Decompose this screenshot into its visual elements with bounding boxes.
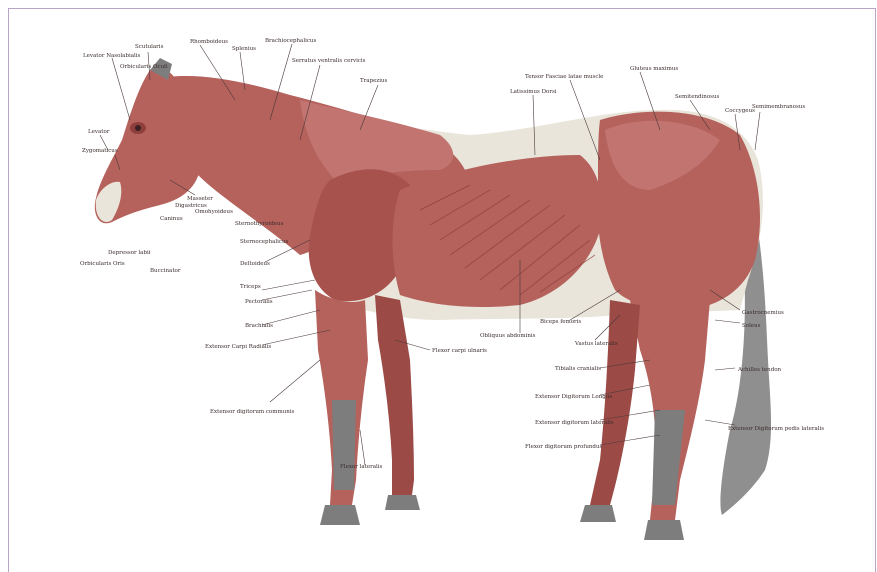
label-buccinator: Buccinator [150, 268, 181, 274]
near-foreleg-cannon [332, 400, 356, 490]
label-extensor-digitorum-pedis: Extensor Digitorum pedis lateralis [728, 426, 824, 432]
label-trapezius: Trapezius [360, 78, 388, 84]
label-caninus: Caninus [160, 216, 183, 222]
label-omohyoideus: Omohyoideus [195, 209, 233, 215]
label-tibialis-cranialis: Tibialis cranialis [555, 366, 601, 372]
near-hind-hoof [644, 520, 684, 540]
label-deltoideus: Deltoideus [240, 261, 270, 267]
label-semimembranosus: Semimembranosus [752, 104, 805, 110]
label-soleus: Soleus [742, 323, 761, 329]
label-gluteus-maximus: Gluteus maximus [630, 66, 678, 72]
label-pectoralis: Pectoralis [245, 299, 273, 305]
label-extensor-digitorum-longus: Extensor Digitorum Longus [535, 394, 612, 400]
label-achilles-tendon: Achilles tendon [737, 367, 782, 373]
label-flexor-lateralis: Flexor lateralis [340, 464, 383, 470]
label-levator: Levator [88, 129, 110, 135]
label-orbicularis-oris: Orbicularis Oris [80, 261, 125, 267]
label-scutularis: Scutularis [135, 44, 164, 50]
label-splenius: Splenius [232, 46, 256, 52]
label-biceps-femoris: Biceps femoris [540, 319, 581, 325]
label-coccygeus: Coccygeus [725, 108, 755, 114]
label-brachiocephalicus: Brachiocephalicus [265, 38, 316, 44]
far-fore-hoof [385, 495, 420, 510]
label-orbicularis-oculi: Orbicularis Oculi [120, 64, 168, 70]
label-rhomboideus: Rhomboideus [190, 39, 228, 45]
label-triceps: Triceps [240, 284, 261, 290]
label-depressor-labii: Depressor labii [108, 250, 151, 256]
label-semitendinosus: Semitendinosus [675, 94, 720, 100]
label-gastrocnemius: Gastrocnemius [742, 310, 784, 316]
label-extensor-digitorum-lateralis: Extensor digitorum lateralis [535, 420, 614, 426]
far-hindleg [590, 300, 640, 505]
far-hind-hoof [580, 505, 616, 522]
label-serratus-ventralis: Serratus ventralis cervicis [292, 58, 366, 64]
label-sternothyroideus: Sternothyroideus [235, 221, 284, 227]
label-sternocephalicus: Sternocephalicus [240, 239, 289, 245]
label-brachialis: Brachialis [245, 323, 273, 329]
label-levator-nasolabialis: Levator Nasolabialis [83, 53, 141, 59]
label-extensor-carpi-radialis: Extensor Carpi Radialis [205, 344, 271, 350]
label-flexor-digitorum-profundus: Flexor digitorum profundus [525, 444, 602, 450]
label-extensor-digitorum-communis: Extensor digitorum communis [210, 409, 295, 415]
label-tensor-fasciae: Tensor Fasciae latae muscle [525, 74, 603, 80]
label-flexor-carpi-ulnaris: Flexor carpi ulnaris [432, 348, 487, 354]
label-vastus-lateralis: Vastus lateralis [574, 341, 618, 347]
label-latissimus-dorsi: Latissimus Dorsi [510, 89, 557, 95]
near-fore-hoof [320, 505, 360, 525]
label-masseter: Masseter [187, 196, 213, 202]
label-obliquus-abdominis: Obliquus abdominis [480, 333, 536, 339]
label-zygomaticus: Zygomaticus [82, 148, 118, 154]
